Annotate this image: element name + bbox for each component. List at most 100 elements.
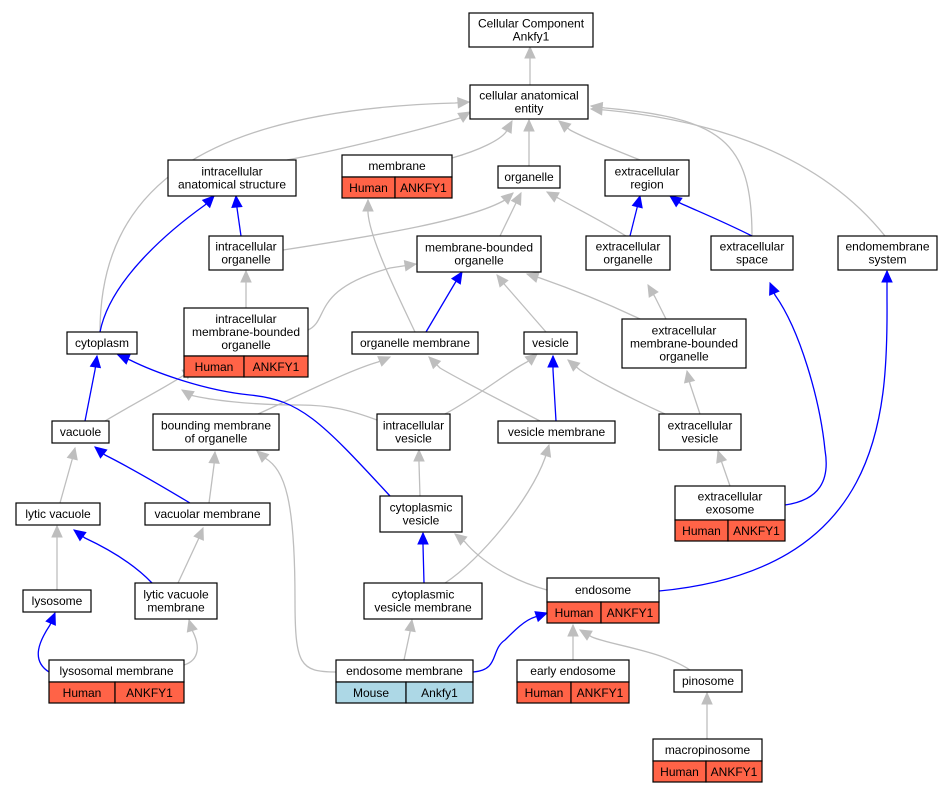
node-label: lytic vacuole bbox=[25, 507, 91, 521]
node-label: extracellular bbox=[615, 165, 680, 179]
edge-vesmem-to-orgmem bbox=[428, 356, 541, 422]
node-label: exosome bbox=[706, 503, 755, 517]
arrowhead bbox=[66, 446, 78, 461]
gene-cell bbox=[405, 681, 474, 704]
edge-cae-to-root bbox=[524, 45, 536, 85]
arrowhead bbox=[523, 118, 535, 132]
edge-ias-to-cae bbox=[286, 111, 472, 161]
arrowhead bbox=[524, 353, 538, 366]
node-label: early endosome bbox=[530, 664, 616, 678]
node-lytvac[interactable]: lytic vacuole bbox=[15, 502, 101, 526]
arrowhead bbox=[208, 450, 220, 464]
edge-line bbox=[590, 105, 753, 237]
edges-layer bbox=[37, 45, 893, 739]
gene-cell bbox=[705, 760, 763, 783]
node-label: organelle membrane bbox=[360, 336, 470, 350]
node-pinosome[interactable]: pinosome bbox=[673, 669, 743, 693]
edge-bmo-to-orgmem bbox=[257, 356, 392, 415]
edge-line bbox=[99, 101, 470, 333]
gene-label: ANKFY1 bbox=[577, 686, 624, 700]
arrowhead bbox=[362, 198, 374, 212]
edge-endomem-to-endosome bbox=[472, 611, 549, 673]
edge-line bbox=[94, 446, 191, 504]
arrowhead bbox=[454, 533, 468, 546]
edge-lvm-to-lytvac bbox=[73, 529, 153, 584]
arrowhead bbox=[647, 283, 659, 298]
arrowhead bbox=[496, 274, 509, 288]
node-label: organelle bbox=[603, 253, 653, 267]
node-label: cytoplasm bbox=[75, 336, 129, 350]
node-vesicle[interactable]: vesicle bbox=[523, 331, 578, 355]
edge-vacuole-to-imbo bbox=[104, 367, 195, 422]
node-vacmem[interactable]: vacuolar membrane bbox=[144, 502, 271, 526]
node-cytoplasm[interactable]: cytoplasm bbox=[66, 331, 138, 355]
arrowhead bbox=[457, 111, 472, 123]
gene-cell bbox=[727, 519, 786, 542]
edge-intorg-to-ias bbox=[231, 194, 243, 237]
node-label: cellular anatomical bbox=[479, 89, 578, 103]
node-label: vacuole bbox=[60, 425, 102, 439]
edge-early-to-endosome bbox=[567, 623, 579, 660]
arrowhead bbox=[881, 269, 893, 283]
edge-line bbox=[669, 195, 753, 237]
node-lysosome[interactable]: lysosome bbox=[22, 589, 92, 613]
node-box bbox=[15, 502, 101, 526]
edge-line bbox=[444, 353, 538, 415]
edge-lysmem-to-lysosome bbox=[37, 611, 56, 673]
node-label: vesicle membrane bbox=[508, 425, 606, 439]
species-label: Human bbox=[682, 524, 721, 538]
edge-vacmem-to-bmo bbox=[208, 450, 220, 504]
node-box bbox=[497, 420, 616, 444]
edge-organelle-to-cae bbox=[523, 118, 535, 166]
arrowhead bbox=[501, 119, 513, 134]
edge-macro-to-pinosome bbox=[701, 691, 713, 739]
arrowhead bbox=[403, 260, 418, 272]
node-label: endomembrane bbox=[845, 240, 929, 254]
node-organelle[interactable]: organelle bbox=[497, 165, 561, 189]
node-label: pinosome bbox=[682, 674, 734, 688]
gene-cell bbox=[243, 355, 309, 378]
edge-line bbox=[451, 120, 513, 159]
node-vacuole[interactable]: vacuole bbox=[51, 420, 110, 444]
edge-line bbox=[454, 533, 548, 591]
node-box bbox=[51, 420, 110, 444]
edge-exves-to-exmbo bbox=[683, 369, 701, 415]
edge-exexo-to-exspace bbox=[769, 281, 827, 506]
gene-label: ANKFY1 bbox=[253, 360, 300, 374]
edge-cytves-to-intves bbox=[413, 448, 425, 497]
arrowhead bbox=[540, 443, 552, 458]
node-label: membrane-bounded bbox=[192, 325, 300, 339]
arrowhead bbox=[180, 389, 195, 401]
edge-endomem-to-bmo bbox=[256, 450, 337, 673]
node-imbo[interactable]: intracellularmembrane-boundedorganelleHu… bbox=[183, 307, 309, 378]
node-vesmem[interactable]: vesicle membrane bbox=[497, 420, 616, 444]
edge-exreg-to-cae bbox=[558, 120, 641, 161]
node-orgmem[interactable]: organelle membrane bbox=[351, 331, 479, 355]
edge-endosome-to-endosys bbox=[658, 269, 893, 592]
arrowhead bbox=[631, 194, 643, 209]
